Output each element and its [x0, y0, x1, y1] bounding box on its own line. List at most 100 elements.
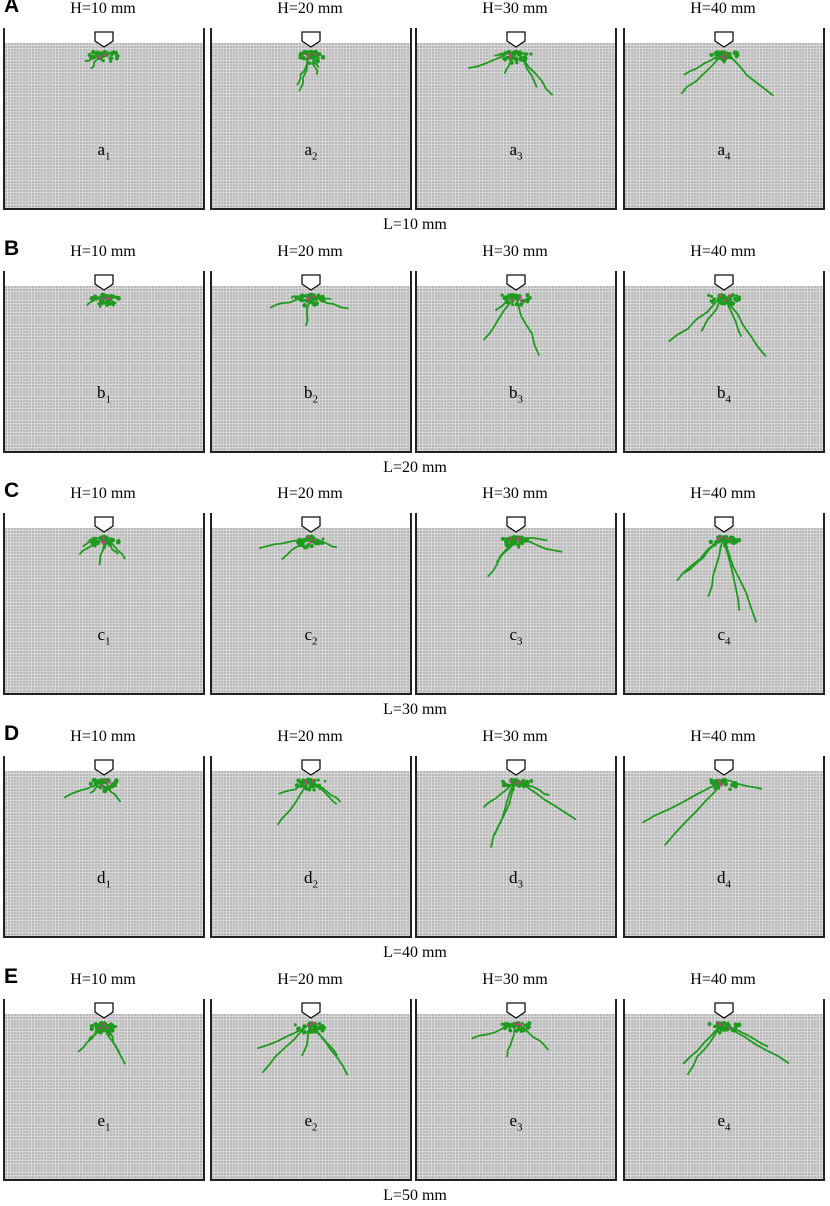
soil-specimen [212, 528, 410, 693]
sublabel-letter: a [717, 140, 726, 159]
soil-specimen [417, 43, 615, 208]
sublabel-letter: d [97, 868, 106, 887]
h-label: H=40 mm [690, 0, 756, 17]
h-label: H=10 mm [70, 728, 136, 745]
simulation-panel: a1 [3, 28, 205, 210]
soil-specimen [417, 771, 615, 936]
crack-pattern [77, 1021, 126, 1065]
panel-sublabel: c4 [694, 625, 754, 647]
h-label: H=40 mm [690, 971, 756, 988]
h-label: H=30 mm [482, 728, 548, 745]
sublabel-letter: e [304, 1111, 313, 1130]
crack-pattern [269, 292, 349, 327]
soil-specimen [625, 528, 823, 693]
crack-pattern [682, 1020, 790, 1076]
panel-sublabel: b1 [74, 383, 134, 405]
crack-pattern [78, 534, 126, 566]
panel-sublabel: e1 [74, 1111, 134, 1133]
sublabel-index: 2 [312, 150, 318, 163]
h-label: H=20 mm [277, 971, 343, 988]
indenter-icon [714, 1002, 734, 1019]
h-label: H=30 mm [482, 971, 548, 988]
sublabel-letter: a [304, 140, 313, 159]
simulation-panel: e2 [210, 999, 412, 1181]
indenter-icon [301, 1002, 321, 1019]
indenter-icon [714, 759, 734, 776]
row-letter: C [4, 479, 20, 502]
h-label: H=10 mm [70, 0, 136, 17]
sublabel-index: 2 [312, 1121, 318, 1134]
panel-sublabel: a1 [74, 140, 134, 162]
simulation-panel: b4 [623, 271, 825, 453]
sublabel-letter: e [97, 1111, 106, 1130]
h-label: H=10 mm [70, 485, 136, 502]
l-label: L=30 mm [383, 701, 447, 718]
panel-sublabel: d2 [281, 868, 341, 890]
h-label: H=40 mm [690, 243, 756, 260]
simulation-panel: b2 [210, 271, 412, 453]
indenter-icon [714, 516, 734, 533]
h-label: H=20 mm [277, 243, 343, 260]
sublabel-index: 3 [517, 393, 524, 406]
simulation-panel: b1 [3, 271, 205, 453]
sublabel-letter: a [509, 140, 518, 159]
simulation-panel: c2 [210, 513, 412, 695]
simulation-panel: e1 [3, 999, 205, 1181]
panel-sublabel: d4 [694, 868, 754, 890]
sublabel-letter: c [97, 625, 106, 644]
indenter-icon [506, 1002, 526, 1019]
sublabel-letter: d [717, 868, 726, 887]
simulation-panel: d2 [210, 756, 412, 938]
panel-sublabel: a2 [281, 140, 341, 162]
simulation-panel: a3 [415, 28, 617, 210]
l-label: L=20 mm [383, 459, 447, 476]
sublabel-letter: a [97, 140, 106, 159]
crack-pattern [63, 777, 122, 803]
sublabel-index: 4 [725, 878, 732, 891]
soil-specimen [212, 286, 410, 451]
row-letter: D [4, 722, 20, 745]
indenter-icon [506, 31, 526, 48]
h-label: H=30 mm [482, 243, 548, 260]
soil-specimen [212, 43, 410, 208]
h-label: H=30 mm [482, 0, 548, 17]
sublabel-letter: b [717, 383, 726, 402]
h-label: H=20 mm [277, 728, 343, 745]
simulation-panel: a2 [210, 28, 412, 210]
simulation-panel: e4 [623, 999, 825, 1181]
indenter-icon [94, 516, 114, 533]
l-label: L=10 mm [383, 216, 447, 233]
soil-specimen [625, 1014, 823, 1179]
indenter-icon [506, 274, 526, 291]
crack-pattern [276, 777, 342, 826]
sublabel-letter: b [97, 383, 106, 402]
simulation-panel: d1 [3, 756, 205, 938]
indenter-icon [94, 1002, 114, 1019]
panel-sublabel: c2 [281, 625, 341, 647]
sublabel-index: 3 [517, 1121, 523, 1134]
soil-specimen [5, 771, 203, 936]
panel-sublabel: a4 [694, 140, 754, 162]
panel-sublabel: a3 [486, 140, 546, 162]
h-label: H=20 mm [277, 485, 343, 502]
sublabel-letter: c [717, 625, 726, 644]
h-label: H=40 mm [690, 728, 756, 745]
sublabel-index: 4 [725, 150, 731, 163]
crack-pattern [642, 778, 763, 846]
sublabel-letter: b [509, 383, 518, 402]
panel-sublabel: b2 [281, 383, 341, 405]
sublabel-index: 2 [312, 635, 318, 648]
soil-specimen [417, 528, 615, 693]
crack-pattern [84, 49, 120, 70]
indenter-icon [301, 516, 321, 533]
sublabel-letter: c [304, 625, 313, 644]
soil-specimen [625, 286, 823, 451]
sublabel-index: 4 [725, 635, 731, 648]
h-label: H=10 mm [70, 243, 136, 260]
sublabel-letter: e [717, 1111, 726, 1130]
simulation-panel: a4 [623, 28, 825, 210]
